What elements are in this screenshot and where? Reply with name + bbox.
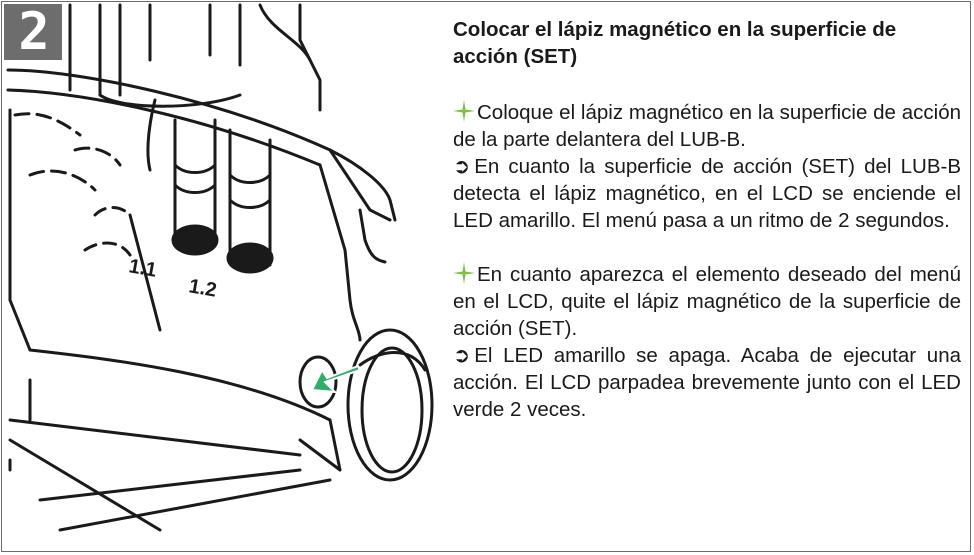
port-label-1-1: 1.1: [127, 255, 158, 281]
star-icon: [453, 262, 475, 284]
arrow-right-icon: ➲: [453, 155, 471, 178]
arrow-right-icon: ➲: [453, 344, 471, 367]
star-icon: [453, 100, 475, 122]
page-title: Colocar el lápiz magnético en la superfi…: [453, 18, 897, 68]
instruction-text: En cuanto aparezca el elemento deseado d…: [453, 263, 961, 340]
instruction-result-2: ➲El LED amarillo se apaga. Acaba de ejec…: [453, 342, 961, 423]
device-illustration: 1.1 1.2: [6, 3, 434, 532]
port-label-1-2: 1.2: [187, 275, 218, 301]
instruction-text: En cuanto la superficie de acción (SET) …: [453, 155, 961, 232]
instruction-text: El LED amarillo se apaga. Acaba de ejecu…: [453, 344, 961, 421]
instruction-result-1: ➲En cuanto la superficie de acción (SET)…: [453, 153, 961, 234]
action-arrow-icon: [310, 364, 362, 394]
instruction-text: Coloque el lápiz magnético en la superfi…: [453, 101, 961, 151]
instruction-action-2: En cuanto aparezca el elemento deseado d…: [453, 261, 961, 342]
instructions-column: Colocar el lápiz magnético en la superfi…: [453, 16, 961, 423]
instruction-action-1: Coloque el lápiz magnético en la superfi…: [453, 99, 961, 153]
step-badge: 2: [4, 4, 62, 60]
